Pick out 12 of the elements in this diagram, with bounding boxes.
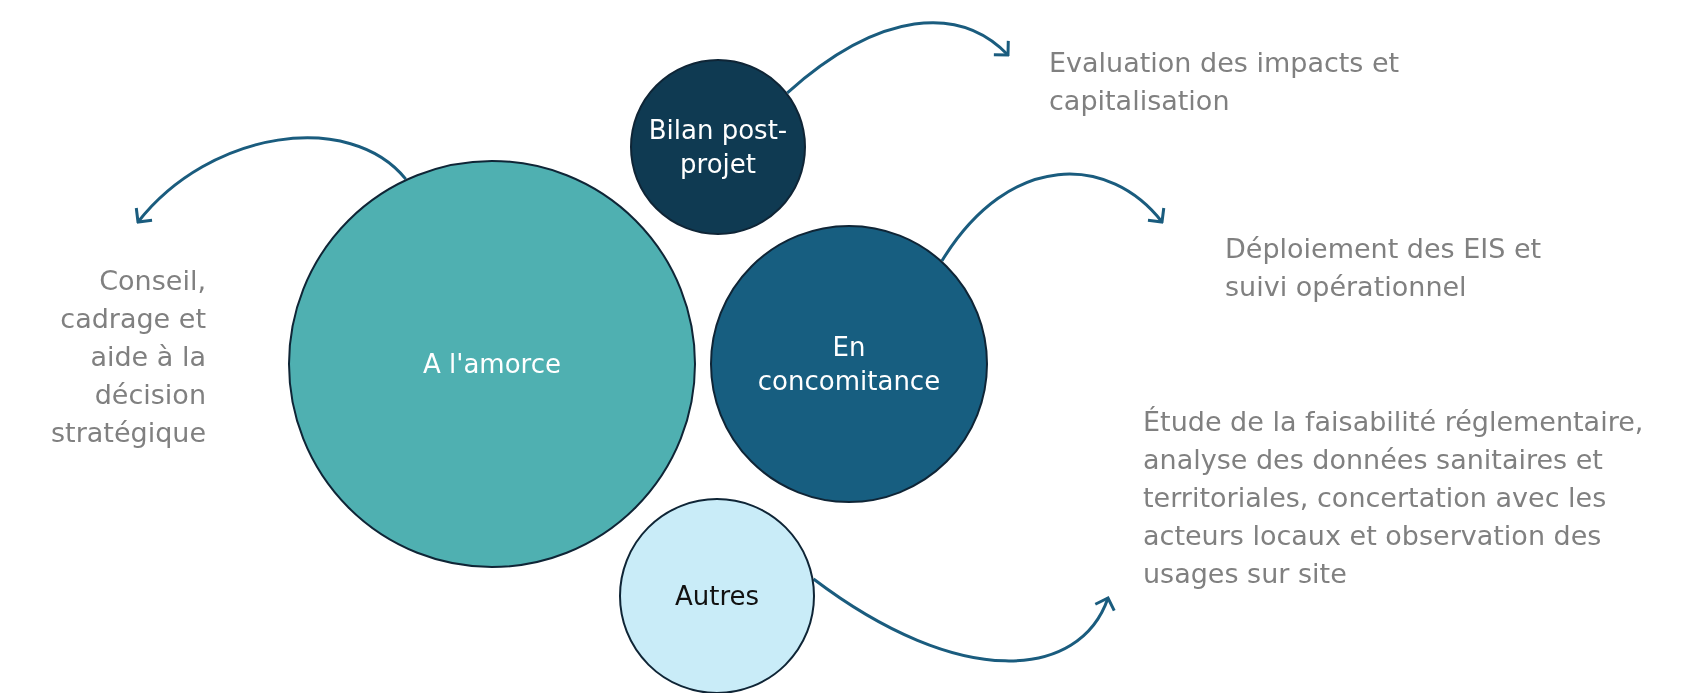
description-text: Étude de la faisabilité réglementaire, analyse des données sanitaires et territoriales, concertation avec les acteurs locaux et observation des usages sur site: [1143, 403, 1699, 593]
circle-label: En concomitance: [756, 331, 942, 398]
curved-arrow: [812, 577, 1115, 663]
description-text: Conseil, cadrage et aide à la décision stratégique: [10, 262, 206, 452]
curved-arrow: [940, 172, 1165, 262]
circle-label: Bilan post-projet: [647, 114, 789, 181]
circle-label: Autres: [673, 580, 761, 613]
circle-label: A l'amorce: [422, 348, 562, 381]
curved-arrow: [135, 136, 407, 224]
curved-arrow: [786, 21, 1010, 94]
description-text: Evaluation des impacts et capitalisation: [1049, 44, 1519, 120]
description-text: Déploiement des EIS et suivi opérationnel: [1225, 230, 1585, 306]
